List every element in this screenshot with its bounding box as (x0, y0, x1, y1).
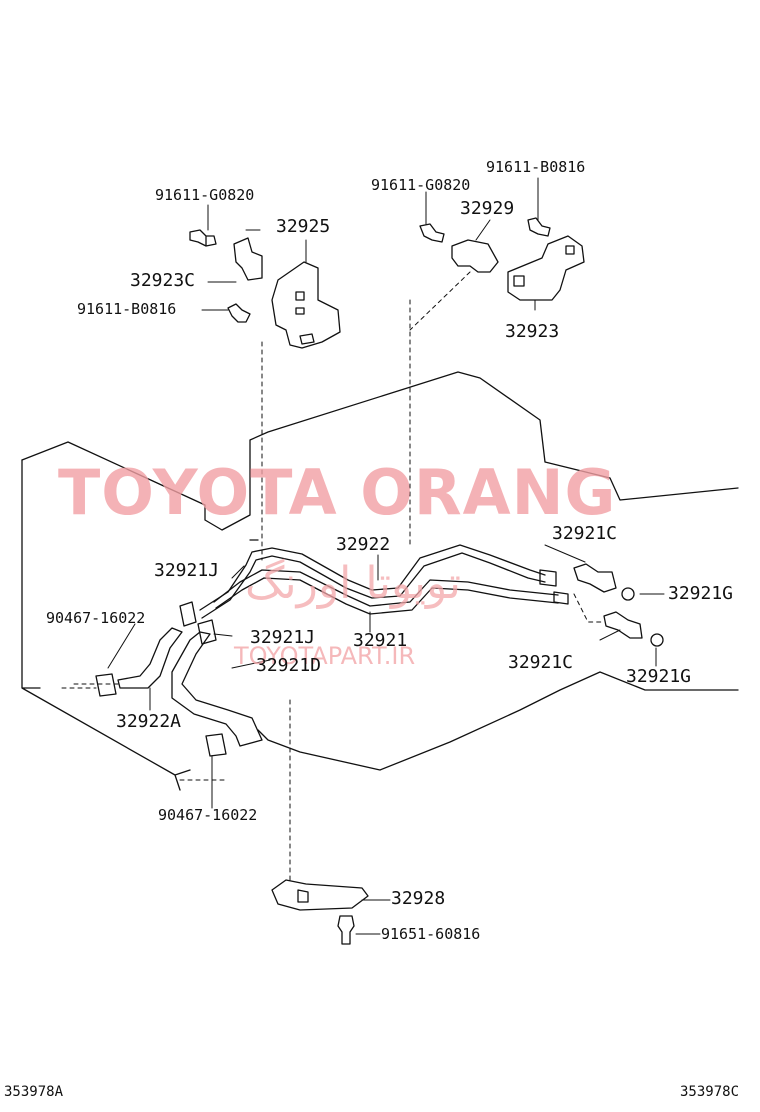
bracket-32925-shape (233, 237, 341, 349)
watermark-url: TOYOTAPART.IR (234, 642, 416, 670)
label-32921j-mid: 32921J (250, 627, 316, 648)
bolt-91611-g0820-right-shape (419, 223, 445, 243)
clamp-90467-top-shape (95, 673, 117, 697)
label-32929: 32929 (460, 198, 515, 219)
transmission-outline (21, 371, 739, 771)
label-32921g-bottom: 32921G (626, 666, 692, 687)
bolt-91611-b0816-left-shape (227, 303, 251, 323)
label-32923c: 32923C (130, 270, 196, 291)
gasket-32921g-top-shape (621, 587, 635, 601)
tube-end-fitting-bottom (553, 591, 569, 605)
label-32922: 32922 (336, 534, 391, 555)
bracket-32929-shape (451, 239, 499, 273)
gasket-32921g-bottom-shape (650, 633, 664, 647)
tube-end-fitting-top (539, 569, 557, 587)
label-91651-60816: 91651-60816 (381, 925, 481, 943)
label-90467-16022-top: 90467-16022 (46, 609, 146, 627)
hose-32922a (117, 627, 183, 689)
label-91611-g0820-left: 91611-G0820 (155, 186, 255, 204)
bolt-91611-g0820-left-shape (189, 229, 217, 247)
watermark-text: TOYOTA ORANG (58, 456, 617, 529)
footer-id-right: 353978C (680, 1084, 740, 1100)
label-32925: 32925 (276, 216, 331, 237)
clamp-32921j-shape (179, 601, 217, 645)
union-32921c-top-shape (573, 563, 617, 593)
label-91611-b0816-left: 91611-B0816 (77, 300, 177, 318)
bracket-32923-shape (507, 235, 585, 301)
label-32921j-top: 32921J (154, 560, 220, 581)
cooler-tube-32922 (199, 544, 546, 619)
label-32921c-top: 32921C (552, 523, 618, 544)
label-32922a: 32922A (116, 711, 182, 732)
label-32923: 32923 (505, 321, 560, 342)
transmission-outline-left (21, 459, 191, 791)
label-32921c-bottom: 32921C (508, 652, 574, 673)
dashed-guides (61, 271, 605, 881)
footer-id-left: 353978A (4, 1084, 64, 1100)
bolt-91651-60816-shape (337, 915, 355, 945)
label-32921g-top: 32921G (668, 583, 734, 604)
label-32921: 32921 (353, 630, 408, 651)
label-32928: 32928 (391, 888, 446, 909)
label-90467-16022-bottom: 90467-16022 (158, 806, 258, 824)
watermark-persian-text: تویوتا اورنگ (245, 558, 461, 609)
bolt-91611-b0816-right-shape (527, 217, 551, 237)
label-32921d: 32921D (256, 655, 322, 676)
union-32921c-bottom-shape (603, 611, 643, 639)
label-91611-g0820-right: 91611-G0820 (371, 176, 471, 194)
bracket-32928-shape (271, 879, 369, 911)
clamp-90467-bottom-shape (205, 733, 227, 757)
label-91611-b0816-right: 91611-B0816 (486, 158, 586, 176)
leader-lines (107, 177, 665, 935)
